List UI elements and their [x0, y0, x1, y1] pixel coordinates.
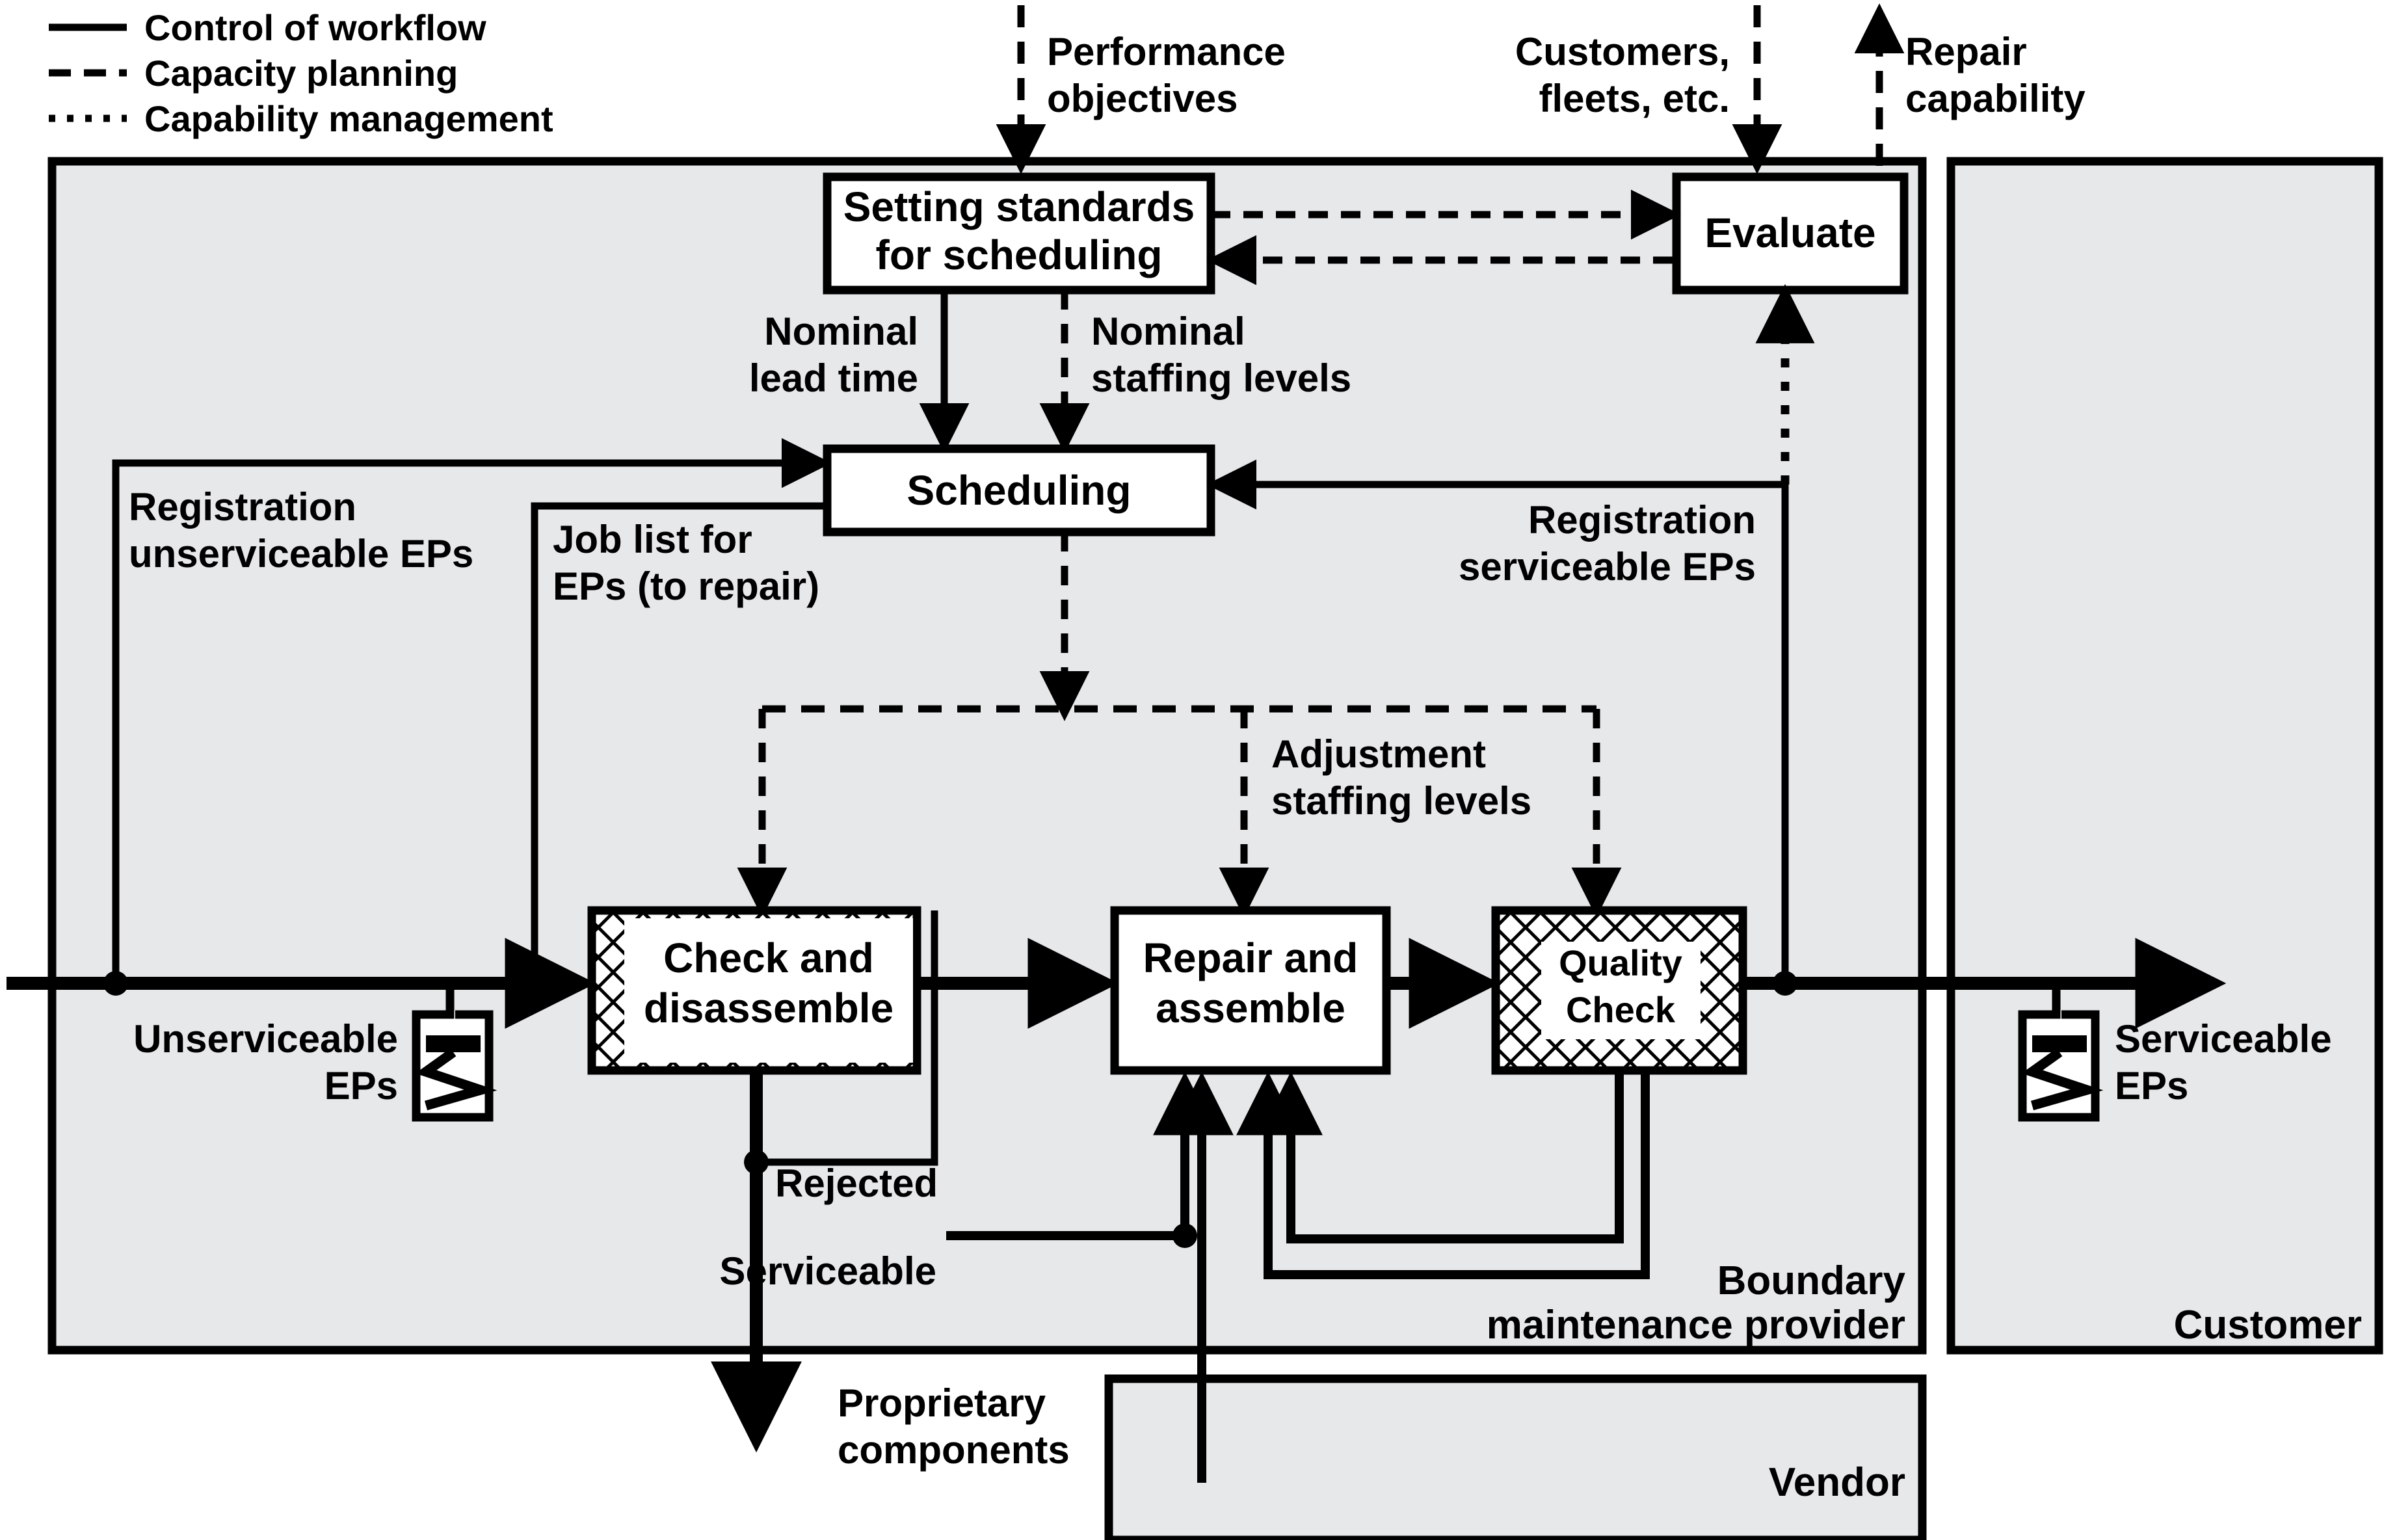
flow-rework-loop — [1259, 1071, 1624, 1243]
registration-unserviceable-line2: unserviceable EPs — [129, 532, 473, 576]
performance-objectives-line2: objectives — [1047, 77, 1238, 120]
registration-unserviceable-line1: Registration — [129, 485, 356, 529]
serviceable-label: Serviceable — [719, 1249, 936, 1293]
nominal-lead-time-line2: lead time — [749, 356, 918, 400]
quality-check-line2: Check — [1566, 989, 1676, 1030]
box-scheduling[interactable]: Scheduling — [823, 444, 1215, 537]
zone-provider-label-line2: maintenance provider — [1487, 1303, 1905, 1348]
customers-fleets-line2: fleets, etc. — [1539, 77, 1730, 120]
valve-icon — [510, 959, 559, 1007]
zone-vendor — [1104, 1374, 1927, 1540]
job-list-line2: EPs (to repair) — [553, 564, 819, 608]
flow-rework-loop-outer — [1236, 1071, 1650, 1279]
buffer-unserviceable-eps: Unserviceable EPs — [133, 983, 497, 1122]
zone-vendor-label: Vendor — [1769, 1460, 1905, 1505]
legend-label-1: Capacity planning — [144, 53, 458, 94]
quality-check-line1: Quality — [1559, 942, 1682, 983]
box-setting-standards[interactable]: Setting standards for scheduling — [823, 172, 1215, 295]
registration-serviceable-line2: serviceable EPs — [1459, 545, 1756, 589]
link-rejected-to-check-return — [756, 910, 938, 1166]
adjustment-staffing-line1: Adjustment — [1271, 732, 1486, 776]
nominal-staffing-line2: staffing levels — [1091, 356, 1351, 400]
legend-label-0: Control of workflow — [144, 7, 486, 48]
proprietary-components-line2: components — [838, 1428, 1070, 1472]
zone-provider — [47, 157, 1927, 1355]
job-list-line1: Job list for — [553, 518, 752, 561]
proprietary-components-line1: Proprietary — [838, 1381, 1046, 1425]
junction-serviceable-feed — [1172, 1223, 1197, 1248]
zone-provider-label-line1: Boundary — [1717, 1258, 1906, 1303]
repair-assemble-line1: Repair and — [1143, 935, 1358, 981]
zone-customer-label: Customer — [2174, 1303, 2362, 1348]
box-check-disassemble[interactable]: Check and disassemble — [587, 906, 921, 1075]
nominal-lead-time-line1: Nominal — [764, 310, 918, 353]
adjustment-staffing-line2: staffing levels — [1271, 779, 1531, 823]
repair-capability-line2: capability — [1905, 77, 2086, 120]
link-job-list — [531, 502, 823, 983]
serviceable-eps-line2: EPs — [2115, 1064, 2188, 1108]
box-evaluate[interactable]: Evaluate — [1672, 172, 1909, 295]
registration-serviceable-line1: Registration — [1528, 498, 1756, 542]
box-repair-assemble[interactable]: Repair and assemble — [1110, 906, 1391, 1075]
legend-label-2: Capability management — [144, 98, 553, 139]
unserviceable-eps-line2: EPs — [324, 1064, 398, 1108]
external-input-customers-fleets: Customers, fleets, etc. — [1515, 5, 1782, 174]
setting-standards-line2: for scheduling — [876, 232, 1163, 278]
legend: Control of workflow Capacity planning Ca… — [49, 7, 553, 139]
evaluate-label: Evaluate — [1704, 209, 1875, 256]
scheduling-label: Scheduling — [907, 467, 1132, 514]
customers-fleets-line1: Customers, — [1515, 30, 1730, 73]
link-registration-unserviceable — [112, 438, 832, 983]
check-disassemble-line1: Check and — [663, 935, 874, 981]
setting-standards-line1: Setting standards — [843, 183, 1195, 230]
repair-assemble-line2: assemble — [1156, 985, 1345, 1031]
check-disassemble-line2: disassemble — [644, 985, 894, 1031]
buffer-serviceable-eps: Serviceable EPs — [2018, 983, 2332, 1122]
zone-customer — [1946, 157, 2383, 1355]
serviceable-eps-line1: Serviceable — [2115, 1017, 2332, 1061]
repair-capability-line1: Repair — [1905, 30, 2027, 73]
performance-objectives-line1: Performance — [1047, 30, 1286, 73]
unserviceable-eps-line1: Unserviceable — [133, 1017, 398, 1061]
nominal-staffing-line1: Nominal — [1091, 310, 1245, 353]
rejected-label: Rejected — [775, 1162, 938, 1205]
box-quality-check[interactable]: Quality Check — [1491, 906, 1747, 1075]
external-output-repair-capability: Repair capability — [1854, 3, 2086, 166]
external-input-performance-objectives: Performance objectives — [996, 5, 1286, 174]
